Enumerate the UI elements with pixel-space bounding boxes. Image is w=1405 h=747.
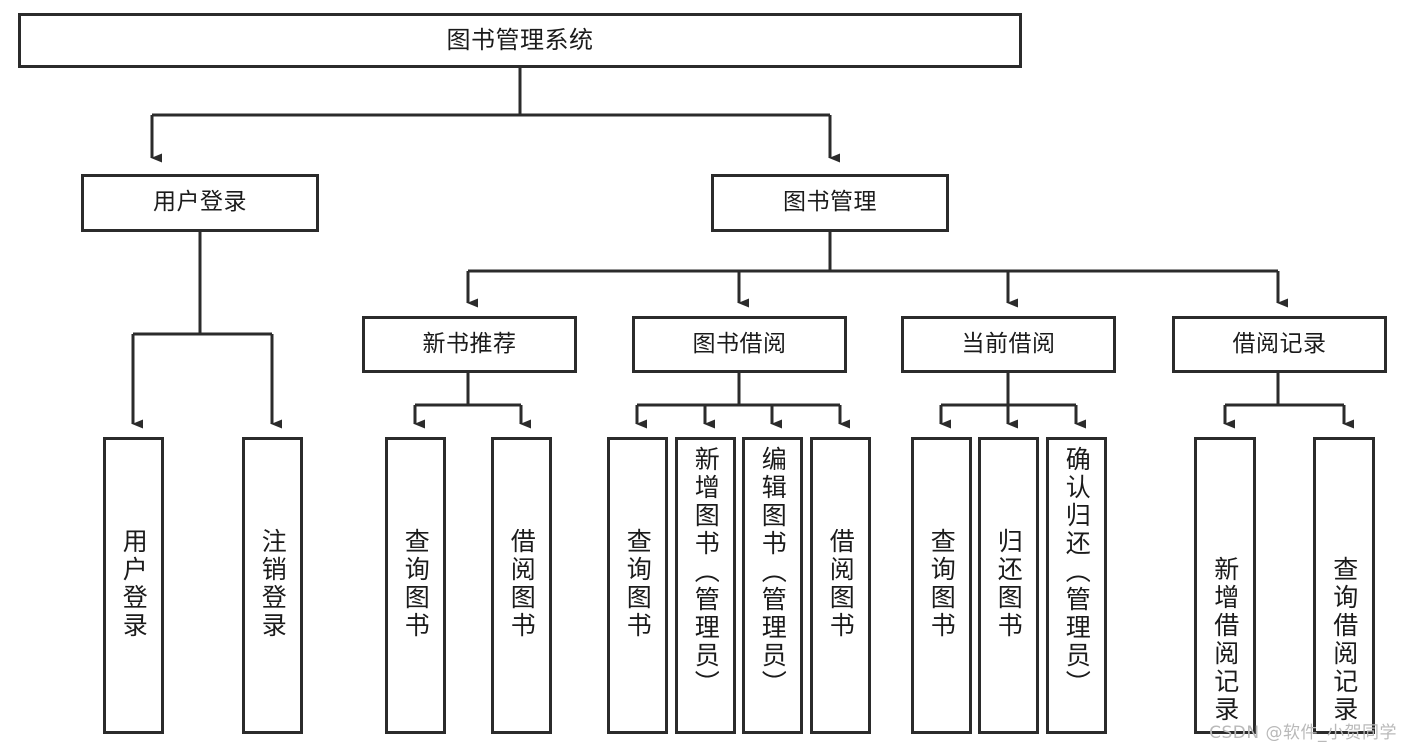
node-new-book-recommend[interactable]: 新书推荐 [362, 316, 577, 373]
leaf-borrow-book[interactable]: 借阅图书 [810, 437, 871, 734]
node-label: 查询图书 [927, 528, 957, 640]
leaf-query-book-borrow[interactable]: 查询图书 [607, 437, 668, 734]
node-label: 借阅记录 [1232, 330, 1327, 357]
node-book-borrow[interactable]: 图书借阅 [632, 316, 847, 373]
leaf-confirm-return-admin[interactable]: 确认归还（管理员） [1046, 437, 1107, 734]
node-book-management[interactable]: 图书管理 [711, 174, 949, 232]
node-label: 查询图书 [401, 528, 431, 640]
leaf-query-borrow-record[interactable]: 查询借阅记录 [1313, 437, 1375, 734]
leaf-query-book-current[interactable]: 查询图书 [911, 437, 972, 734]
node-label: 借阅图书 [826, 528, 856, 640]
node-current-borrow[interactable]: 当前借阅 [901, 316, 1116, 373]
node-label: 图书借阅 [692, 330, 787, 357]
leaf-add-book-admin[interactable]: 新增图书（管理员） [675, 437, 736, 734]
node-label: 查询图书 [623, 528, 653, 640]
node-label: 新增图书（管理员） [691, 446, 721, 698]
leaf-user-login[interactable]: 用户登录 [103, 437, 164, 734]
node-label: 用户登录 [153, 189, 247, 216]
leaf-return-book[interactable]: 归还图书 [978, 437, 1039, 734]
node-label: 编辑图书（管理员） [758, 446, 788, 698]
node-label: 借阅图书 [507, 528, 537, 640]
leaf-add-borrow-record[interactable]: 新增借阅记录 [1194, 437, 1256, 734]
node-label: 图书管理 [783, 189, 877, 216]
node-user-login[interactable]: 用户登录 [81, 174, 319, 232]
leaf-edit-book-admin[interactable]: 编辑图书（管理员） [742, 437, 803, 734]
node-label: 当前借阅 [961, 330, 1056, 357]
node-label: 归还图书 [994, 528, 1024, 640]
node-label: 用户登录 [119, 528, 149, 640]
node-label: 新增借阅记录 [1210, 556, 1240, 724]
node-label: 图书管理系统 [446, 26, 594, 55]
node-borrow-records[interactable]: 借阅记录 [1172, 316, 1387, 373]
csdn-watermark: CSDN @软件_小贺同学 [1209, 723, 1397, 743]
leaf-query-book-new[interactable]: 查询图书 [385, 437, 446, 734]
node-label: 注销登录 [258, 528, 288, 640]
leaf-logout[interactable]: 注销登录 [242, 437, 303, 734]
node-label: 新书推荐 [422, 330, 517, 357]
node-root-system[interactable]: 图书管理系统 [18, 13, 1022, 68]
node-label: 查询借阅记录 [1329, 556, 1359, 724]
node-label: 确认归还（管理员） [1062, 446, 1092, 698]
leaf-borrow-book-new[interactable]: 借阅图书 [491, 437, 552, 734]
